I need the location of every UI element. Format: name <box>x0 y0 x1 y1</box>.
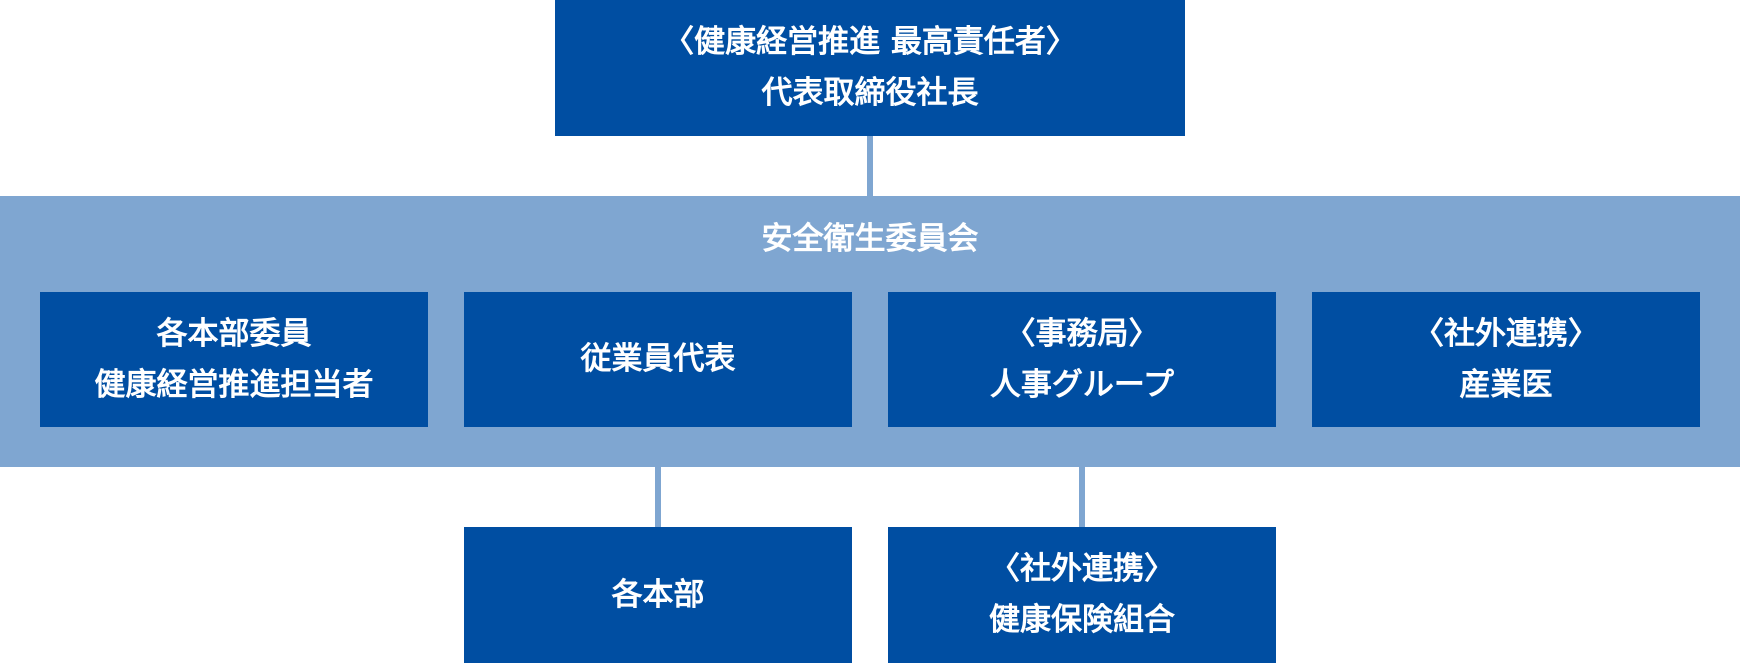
top-executive-box: 〈健康経営推進 最高責任者〉 代表取締役社長 <box>555 0 1185 136</box>
bottom-box-health-insurance: 〈社外連携〉 健康保険組合 <box>888 527 1276 663</box>
committee-member-label: 人事グループ <box>989 366 1175 403</box>
connector-top-to-committee <box>867 136 873 196</box>
committee-member-label: 従業員代表 <box>580 341 736 377</box>
bottom-box-label: 各本部 <box>611 576 705 613</box>
committee-member-division: 各本部委員 健康経営推進担当者 <box>40 292 428 427</box>
bottom-box-honbu: 各本部 <box>464 527 852 663</box>
connector-committee-to-honbu <box>655 467 661 527</box>
committee-member-occupational-physician: 〈社外連携〉 産業医 <box>1312 292 1700 427</box>
connector-committee-to-kenpo <box>1079 467 1085 527</box>
committee-member-secretariat: 〈事務局〉 人事グループ <box>888 292 1276 427</box>
committee-member-label: 各本部委員 <box>156 315 312 352</box>
bottom-box-label: 〈社外連携〉 <box>989 551 1175 587</box>
top-executive-role: 〈健康経営推進 最高責任者〉 <box>663 24 1077 60</box>
committee-member-label: 〈事務局〉 <box>1004 315 1160 352</box>
committee-member-label: 健康経営推進担当者 <box>94 366 374 403</box>
committee-member-employee-rep: 従業員代表 <box>464 292 852 427</box>
committee-title: 安全衛生委員会 <box>761 221 979 257</box>
committee-member-label: 〈社外連携〉 <box>1413 315 1599 352</box>
top-executive-title: 代表取締役社長 <box>761 75 979 111</box>
committee-member-label: 産業医 <box>1459 366 1553 403</box>
bottom-box-label: 健康保険組合 <box>989 602 1175 638</box>
